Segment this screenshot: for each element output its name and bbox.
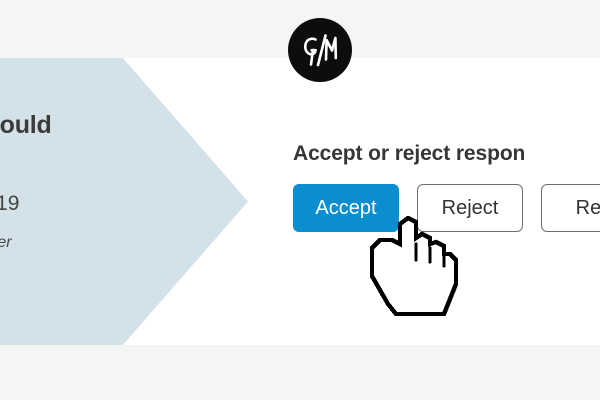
quote-body-text: onsectetuer mmy nibh olore” [0,234,12,251]
action-button-row: Accept Reject Rep [293,184,600,232]
gm-monogram-logo-icon [288,18,352,82]
reject-button[interactable]: Reject [417,184,523,232]
accept-button[interactable]: Accept [293,184,399,232]
quote-headline: d and would offer. [0,111,52,139]
quote-date: uary 2019 [0,192,20,215]
action-panel: Accept or reject respon Accept Reject Re… [293,140,600,232]
reply-button[interactable]: Rep [541,184,600,232]
quote-panel-inner: d and would offer. uary 2019 onsectetuer… [0,58,248,345]
panel-heading: Accept or reject respon [293,142,526,165]
